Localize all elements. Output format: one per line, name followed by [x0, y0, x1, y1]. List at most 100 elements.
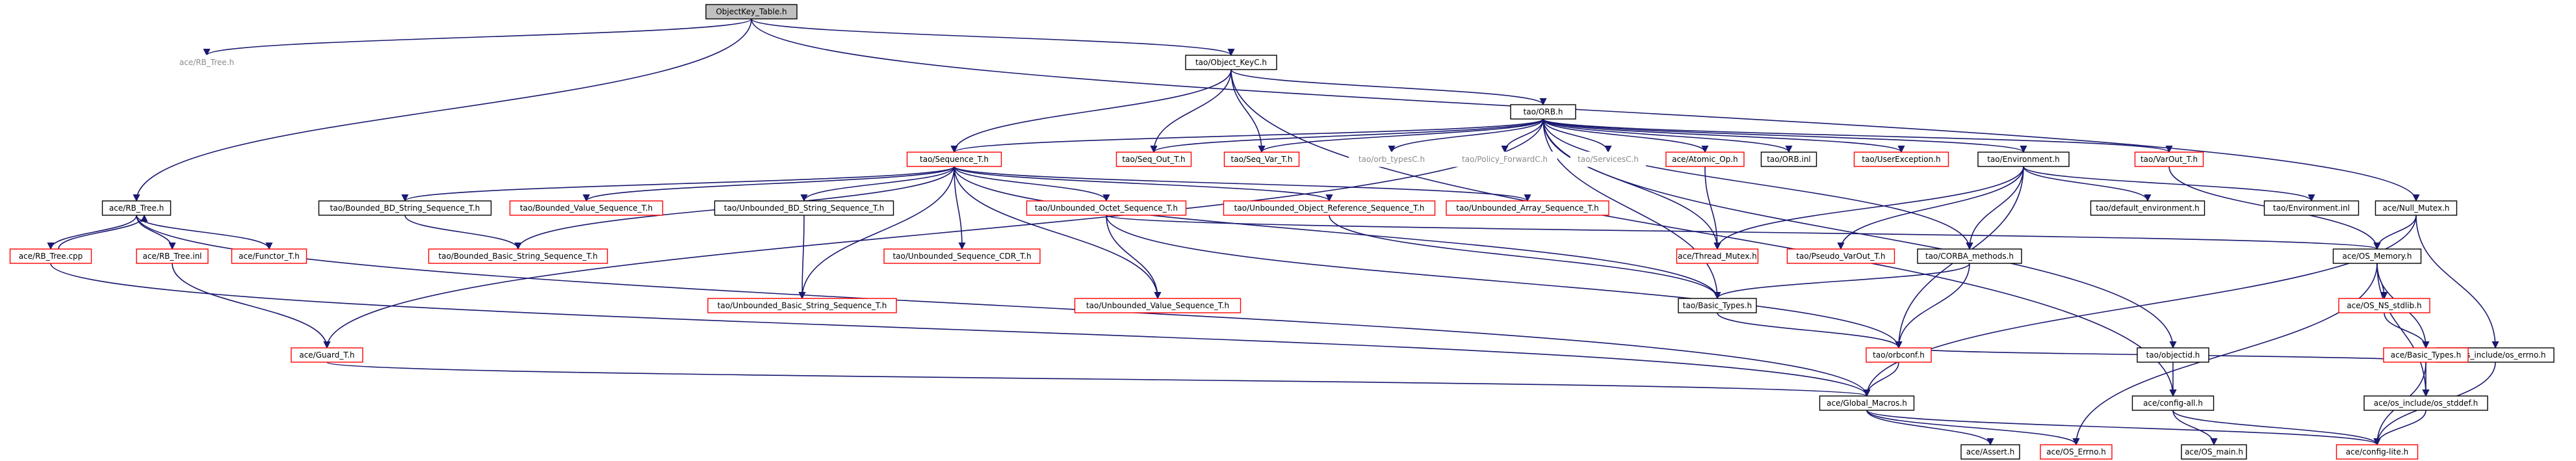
graph-node-box — [1866, 347, 1932, 363]
graph-node-label: tao/Unbounded_BD_String_Sequence_T.h — [724, 204, 884, 213]
include-edge-n2-n3 — [1230, 69, 1547, 106]
graph-node: ace/Thread_Mutex.h — [1676, 248, 1759, 264]
graph-node-box — [2134, 151, 2204, 167]
include-edge-n18-n37 — [172, 263, 331, 349]
graph-node-box — [2263, 200, 2360, 216]
include-edge-n35-n38 — [1717, 312, 1903, 349]
graph-node[interactable]: ace/OS_Memory.h — [2332, 248, 2422, 264]
graph-node-label: ace/OS_Memory.h — [2343, 252, 2412, 261]
graph-node[interactable]: tao/CORBA_methods.h — [1917, 248, 2022, 264]
include-edge-n4-n34 — [954, 166, 1162, 300]
graph-node-label: tao/Environment.h — [1987, 155, 2060, 164]
graph-node: ace/RB_Tree.inl — [136, 248, 209, 264]
graph-node: ace/config-lite.h — [2335, 444, 2419, 460]
graph-node[interactable]: tao/Environment.inl — [2263, 200, 2360, 216]
graph-node: ace/Basic_Types.h — [2383, 347, 2469, 363]
include-edge-n24-n35 — [1329, 215, 1721, 300]
graph-node[interactable]: ace/config-all.h — [2131, 395, 2215, 411]
graph-node[interactable]: tao/ORB.h — [1510, 104, 1576, 120]
graph-node[interactable]: ace/OS_main.h — [2181, 444, 2247, 460]
include-edge-n13-n30 — [2023, 166, 2315, 202]
graph-node: tao/VarOut_T.h — [2134, 151, 2204, 167]
include-edge-n10-n26 — [1704, 166, 1721, 250]
graph-node-label: tao/Bounded_Value_Sequence_T.h — [520, 204, 653, 213]
graph-node-label: ace/config-lite.h — [2346, 447, 2409, 456]
graph-node-box — [318, 200, 492, 216]
graph-node-box — [1446, 200, 1609, 216]
graph-node-box — [1665, 151, 1745, 167]
graph-node-label: tao/Seq_Var_T.h — [1231, 155, 1293, 164]
graph-node: ace/OS_NS_stdlib.h — [2338, 298, 2430, 313]
graph-node[interactable]: tao/objectid.h — [2137, 347, 2209, 363]
include-edge-n4-n32 — [798, 166, 955, 300]
graph-node: tao/Unbounded_Basic_String_Sequence_T.h — [707, 298, 897, 313]
graph-node-box — [2335, 444, 2419, 460]
include-edge-n3-n7 — [1388, 118, 1544, 153]
include-edge-n44-n47 — [2172, 410, 2218, 446]
include-edge-n13-n27 — [1837, 166, 2024, 250]
graph-node: tao/Seq_Out_T.h — [1115, 151, 1192, 167]
include-edge-n4-n35 — [954, 166, 1721, 300]
include-edge-n4-n21 — [582, 166, 955, 202]
include-edge-n13-n26 — [1713, 166, 2024, 250]
graph-node-label: tao/CORBA_methods.h — [1925, 252, 2014, 261]
graph-node: tao/Unbounded_Object_Reference_Sequence_… — [1223, 200, 1436, 216]
graph-node-box — [174, 55, 240, 70]
include-edge-n28-n35 — [1713, 263, 1970, 300]
graph-node-box — [291, 347, 363, 363]
graph-node-box — [2338, 298, 2430, 313]
include-edge-n2-n5 — [1150, 69, 1232, 153]
graph-node[interactable]: ace/RB_Tree.h — [101, 200, 172, 216]
graph-node[interactable]: ObjectKey_Table.h — [705, 4, 798, 20]
include-edge-n23-n38 — [1106, 215, 1903, 349]
include-edge-n2-n4 — [950, 69, 1232, 153]
include-edge-n16-n17 — [47, 215, 137, 250]
graph-node-label: tao/Pseudo_VarOut_T.h — [1796, 252, 1885, 261]
graph-node[interactable]: tao/Environment.h — [1977, 151, 2070, 167]
graph-node[interactable]: tao/Basic_Types.h — [1678, 298, 1757, 313]
include-edge-n15-n36 — [2373, 215, 2417, 250]
graph-node-label: tao/UserException.h — [1862, 155, 1940, 164]
graph-node[interactable]: ace/Assert.h — [1960, 444, 2020, 460]
graph-node: tao/Unbounded_Value_Sequence_T.h — [1074, 298, 1242, 313]
include-edge-n48-n49 — [2373, 410, 2426, 446]
graph-node: ace/OS_Errno.h — [2040, 444, 2113, 460]
include-edge-n20-n31 — [404, 215, 522, 250]
include-edge-n42-n49 — [1866, 410, 2381, 446]
include-edge-n3-n14 — [1542, 118, 2173, 153]
graph-node: tao/Policy_ForwardC.h — [1452, 151, 1557, 167]
graph-node-label: tao/default_environment.h — [2096, 204, 2200, 213]
graph-node-label: tao/Unbounded_Octet_Sequence_T.h — [1035, 204, 1178, 213]
graph-node[interactable]: ace/os_include/os_stddef.h — [2363, 395, 2488, 411]
graph-node-box — [9, 248, 92, 264]
include-edge-n17-n42 — [50, 263, 1871, 397]
graph-node[interactable]: tao/Unbounded_BD_String_Sequence_T.h — [714, 200, 894, 216]
graph-node-box — [1676, 248, 1759, 264]
graph-node[interactable]: tao/Bounded_BD_String_Sequence_T.h — [318, 200, 492, 216]
graph-node-box — [231, 248, 307, 264]
graph-node[interactable]: ace/Null_Mutex.h — [2374, 200, 2458, 216]
graph-node[interactable]: ace/Global_Macros.h — [1819, 395, 1915, 411]
graph-node-label: tao/Bounded_BD_String_Sequence_T.h — [330, 204, 480, 213]
graph-node-label: tao/Policy_ForwardC.h — [1462, 155, 1548, 164]
graph-node[interactable]: tao/Object_KeyC.h — [1185, 55, 1277, 70]
graph-node[interactable]: tao/default_environment.h — [2090, 200, 2205, 216]
graph-node-box — [136, 248, 209, 264]
include-edge-n16-n42 — [136, 215, 1871, 397]
graph-node-box — [1185, 55, 1277, 70]
graph-node-box — [1786, 248, 1895, 264]
graph-node: ace/Guard_T.h — [291, 347, 363, 363]
include-edge-n3-n8 — [1501, 118, 1544, 153]
graph-node-box — [2137, 347, 2209, 363]
include-edge-n2-n44 — [1230, 69, 2177, 397]
include-edge-n42-n46 — [1866, 410, 2080, 446]
graph-node-label: tao/Seq_Out_T.h — [1122, 155, 1185, 164]
graph-node-label: tao/objectid.h — [2146, 350, 2200, 360]
graph-node[interactable]: tao/ORB.inl — [1760, 151, 1817, 167]
graph-node-box — [1760, 151, 1817, 167]
graph-node-label: ObjectKey_Table.h — [716, 7, 787, 16]
graph-node-box — [714, 200, 894, 216]
graph-node-label: ace/Functor_T.h — [239, 252, 300, 261]
graph-node-label: tao/Unbounded_Array_Sequence_T.h — [1456, 204, 1598, 213]
